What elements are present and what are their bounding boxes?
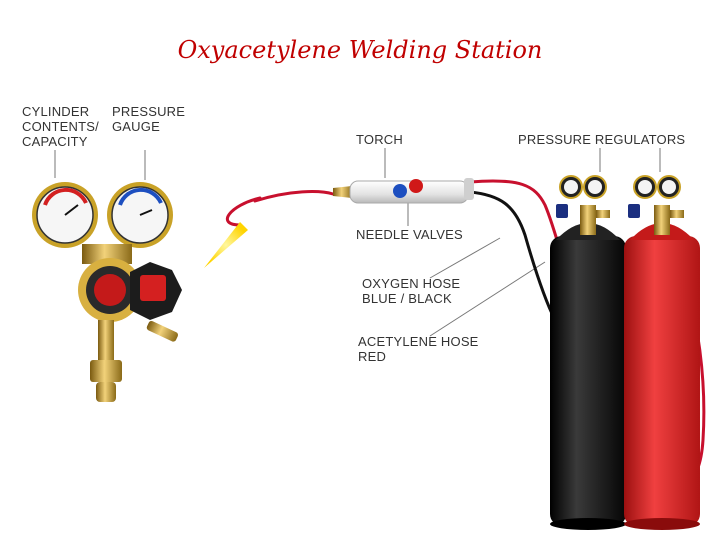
- oxygen-cylinder: [550, 223, 626, 530]
- flame-icon: [204, 222, 248, 268]
- label-torch: TORCH: [356, 132, 403, 147]
- acetylene-needle-valve: [409, 179, 423, 193]
- label-pressure-regulators: PRESSURE REGULATORS: [518, 132, 686, 147]
- torch-illustration: [333, 178, 474, 204]
- label-needle-valves: NEEDLE VALVES: [356, 227, 463, 242]
- cylinder-regulator-oxygen: [556, 175, 610, 235]
- cylinder-regulator-acetylene: [628, 175, 684, 235]
- regulator-illustration: [32, 182, 182, 402]
- label-oxygen-hose: OXYGEN HOSE BLUE / BLACK: [362, 276, 461, 306]
- label-pressure-gauge: PRESSURE GAUGE: [112, 104, 186, 134]
- leader-lines: [54, 148, 661, 337]
- page-title: Oxyacetylene Welding Station: [177, 36, 543, 64]
- oxygen-needle-valve: [393, 184, 407, 198]
- acetylene-cylinder: [624, 223, 700, 530]
- label-acetylene-hose: ACETYLENE HOSE RED: [358, 334, 479, 364]
- label-cylinder-contents: CYLINDER CONTENTS/ CAPACITY: [22, 104, 99, 149]
